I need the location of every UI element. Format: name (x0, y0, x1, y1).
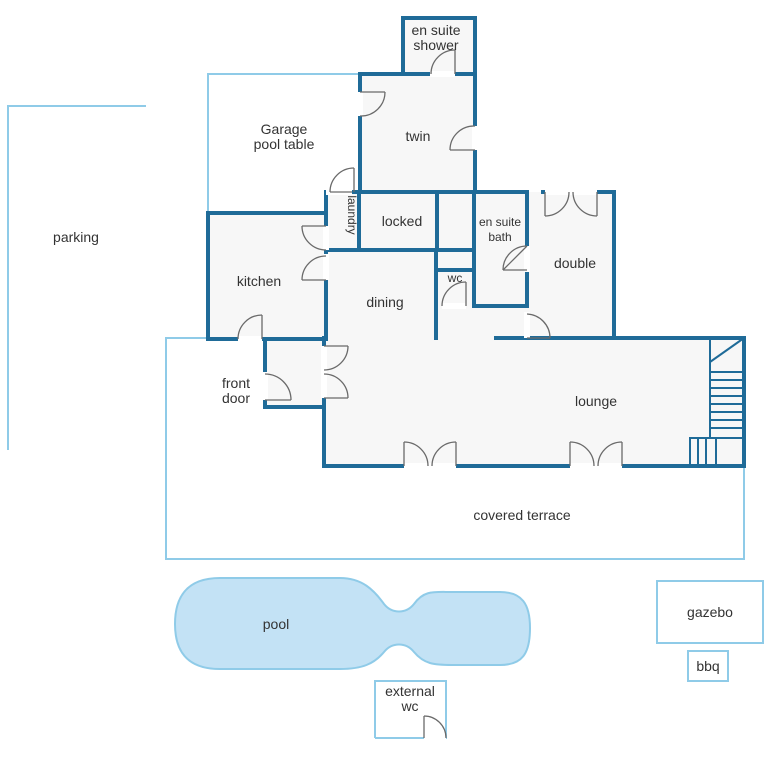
label-external: external (385, 683, 435, 699)
label-garage: Garage (261, 121, 308, 137)
label-twin: twin (406, 128, 431, 144)
label-external-wc: wc (400, 698, 418, 714)
label-gazebo: gazebo (687, 604, 733, 620)
label-front: front (222, 375, 250, 391)
garage-outline (207, 73, 360, 213)
label-bbq: bbq (696, 658, 719, 674)
label-dining: dining (366, 294, 403, 310)
label-covered-terrace: covered terrace (473, 507, 570, 523)
label-pool: pool (263, 616, 289, 632)
external-wc-outline (374, 680, 447, 739)
label-double: double (554, 255, 596, 271)
label-laundry: laundry (345, 195, 359, 234)
label-kitchen: kitchen (237, 273, 281, 289)
label-en-suite-bath-1: en suite (479, 215, 521, 229)
gazebo-outline (656, 580, 764, 644)
thin-outlines (7, 73, 764, 739)
label-parking: parking (53, 229, 99, 245)
terrace-outline (165, 337, 745, 560)
label-locked: locked (382, 213, 422, 229)
pool-shape (173, 577, 532, 670)
label-pool-table: pool table (254, 136, 315, 152)
doors (237, 49, 623, 741)
room-labels: parking Garage pool table en suite showe… (53, 22, 733, 714)
label-lounge: lounge (575, 393, 617, 409)
label-wc: wc (447, 271, 463, 285)
label-en-suite-shower-1: en suite (411, 22, 460, 38)
room-fills (208, 18, 744, 466)
label-door: door (222, 390, 250, 406)
staircase (689, 337, 745, 466)
label-en-suite-shower-2: shower (413, 37, 458, 53)
bbq-outline (687, 650, 729, 682)
label-en-suite-bath-2: bath (488, 230, 511, 244)
parking-outline (7, 105, 146, 450)
